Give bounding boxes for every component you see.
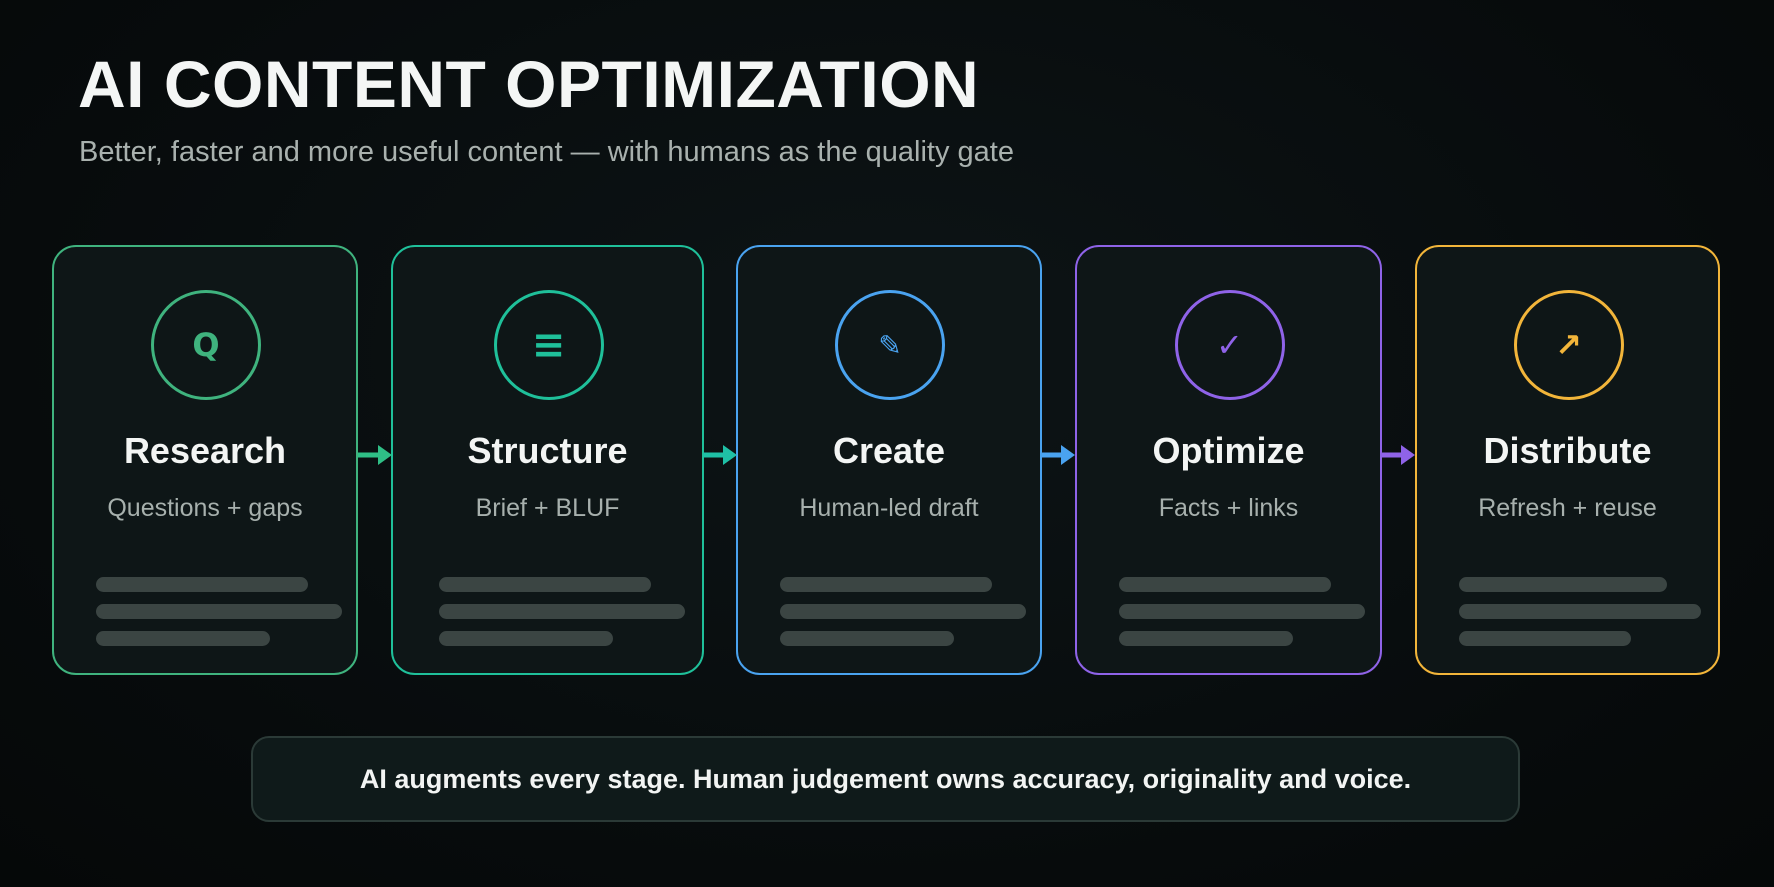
page-title: AI CONTENT OPTIMIZATION [78,47,980,121]
checkmark-icon: ✓ [1174,290,1285,400]
stage-subtitle: Human-led draft [799,494,979,522]
stage-title: Optimize [1152,430,1305,471]
stage-title: Research [123,430,287,471]
stage-card-distribute: ↗ Distribute Refresh + reuse [1415,245,1720,675]
placeholder-line [1459,631,1631,646]
placeholder-line [1119,604,1365,619]
placeholder-line [96,631,270,646]
pencil-icon: ✎ [835,290,945,400]
stage-title: Create [832,430,946,471]
stage-title: Structure [467,430,628,471]
stage-card-create: ✎ Create Human-led draft [736,245,1042,675]
placeholder-line [1459,577,1667,592]
page-subtitle: Better, faster and more useful content —… [79,136,1014,168]
footer-note: AI augments every stage. Human judgement… [251,736,1520,822]
arrow-up-right-icon: ↗ [1513,290,1624,400]
stage-card-structure: ≡ Structure Brief + BLUF [391,245,704,675]
stage-subtitle: Brief + BLUF [475,494,620,522]
placeholder-line [780,631,954,646]
stage-subtitle: Questions + gaps [107,494,303,522]
placeholder-line [1459,604,1701,619]
placeholder-line [1119,577,1331,592]
search-icon: Q [151,290,261,400]
placeholder-line [780,604,1026,619]
stage-subtitle: Refresh + reuse [1478,494,1657,522]
stage-card-optimize: ✓ Optimize Facts + links [1075,245,1382,675]
stage-subtitle: Facts + links [1158,494,1299,522]
placeholder-line [96,604,342,619]
connector-arrow-icon [358,445,392,465]
placeholder-line [96,577,308,592]
list-icon: ≡ [493,290,604,400]
placeholder-line [780,577,992,592]
connector-arrow-icon [1381,445,1415,465]
placeholder-line [1119,631,1293,646]
placeholder-line [439,631,613,646]
stage-title: Distribute [1483,430,1652,471]
connector-arrow-icon [703,445,737,465]
placeholder-line [439,604,685,619]
stage-card-research: Q Research Questions + gaps [52,245,358,675]
placeholder-line [439,577,651,592]
connector-arrow-icon [1041,445,1075,465]
